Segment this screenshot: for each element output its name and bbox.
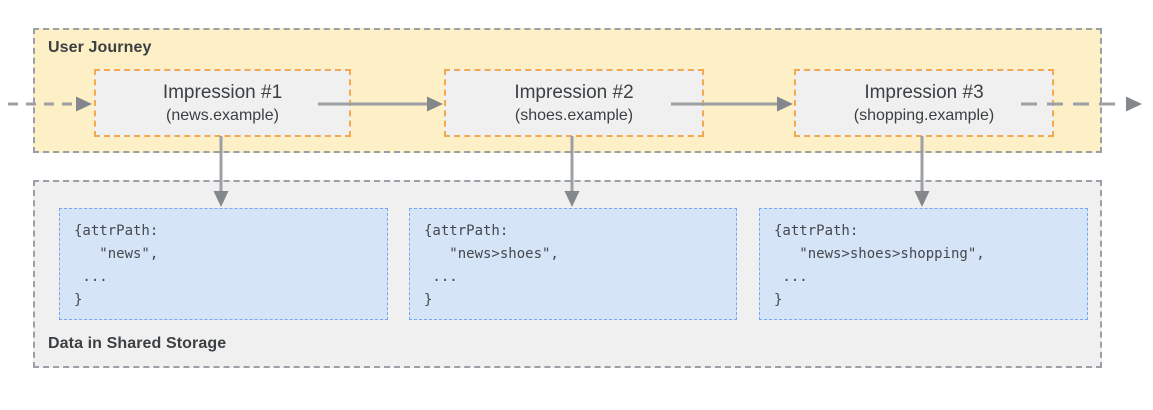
user-journey-label: User Journey [48,39,152,56]
impression-1-box: Impression #1 (news.example) [94,69,351,137]
impression-2-box: Impression #2 (shoes.example) [444,69,704,137]
storage-entry-2-box: {attrPath: "news>shoes", ... } [409,208,737,320]
impression-2-title: Impression #2 [514,81,634,103]
storage-entry-1-code: {attrPath: "news", ... } [74,223,159,308]
impression-2-domain: (shoes.example) [514,106,634,124]
shared-storage-label: Data in Shared Storage [48,335,227,352]
storage-entry-1-box: {attrPath: "news", ... } [59,208,388,320]
storage-entry-2-code: {attrPath: "news>shoes", ... } [424,223,559,308]
impression-1-title: Impression #1 [162,81,283,103]
impression-3-box: Impression #3 (shopping.example) [794,69,1054,137]
user-journey-group: User Journey Impression #1 (news.example… [33,28,1102,153]
impression-1-domain: (news.example) [166,106,279,124]
impression-3-domain: (shopping.example) [853,106,995,124]
storage-entry-3-code: {attrPath: "news>shoes>shopping", ... } [774,223,985,308]
impression-3-title: Impression #3 [864,81,984,103]
shared-storage-group: {attrPath: "news", ... } {attrPath: "new… [33,180,1102,368]
storage-entry-3-box: {attrPath: "news>shoes>shopping", ... } [759,208,1088,320]
